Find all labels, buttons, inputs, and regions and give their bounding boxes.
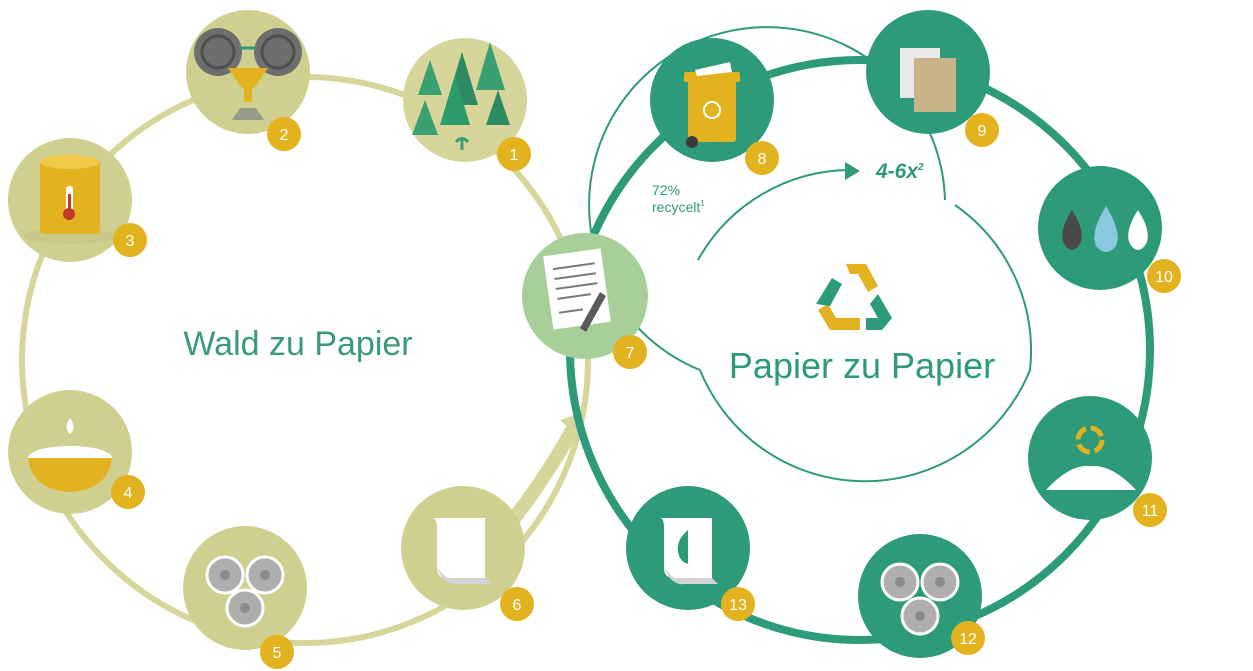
recycled-pulp-icon [1046,425,1136,490]
step-number-4: 4 [124,485,133,502]
step-node-6: 6 [401,486,534,621]
step-number-13: 13 [729,597,747,614]
paper-rolls-icon [205,555,285,628]
step-badge-1 [497,137,531,171]
pulp-bowl-icon [28,418,112,492]
step-node-3: 3 [8,138,147,262]
step-badge-9 [965,113,999,147]
forest-icon [412,42,510,150]
step-badge-11 [1133,493,1167,527]
heated-vat-icon [24,155,116,244]
recycle-symbol-icon [816,264,892,330]
step-badge-10 [1147,259,1181,293]
step-node-8: 8 [650,38,779,175]
step-number-11: 11 [1142,503,1159,520]
step-badge-2 [267,117,301,151]
step-badge-3 [113,223,147,257]
step-node-9: 9 [866,10,999,147]
left-cycle-title: Wald zu Papier [183,325,412,363]
step-number-8: 8 [758,151,767,168]
step-badge-8 [745,141,779,175]
step-node-12: 12 [858,534,985,658]
step-badge-4 [111,475,145,509]
step-number-6: 6 [513,597,522,614]
step-node-1: 1 [403,38,531,171]
step-node-10: 10 [1038,166,1181,293]
recycled-rate-value: 72% [652,182,680,198]
step-number-7: 7 [626,345,635,362]
step-number-10: 10 [1155,269,1173,286]
paper-sheet-icon [660,518,718,585]
inner-cycle-arrowhead [845,162,860,180]
document-pen-icon [543,248,611,332]
repeat-count-label: 4-6x2 [875,160,924,183]
step-badge-5 [260,635,294,669]
step-number-9: 9 [978,123,987,140]
step-node-13: 13 [626,486,755,621]
step-node-5: 5 [183,526,307,669]
step-badge-12 [951,621,985,655]
step-badge-6 [500,587,534,621]
step-number-5: 5 [273,645,282,662]
step-node-4: 4 [8,390,145,514]
step-node-11: 11 [1028,396,1167,527]
paper-stack-icon [900,48,956,112]
step-number-3: 3 [126,233,135,250]
step-number-12: 12 [959,631,977,648]
right-cycle-title: Papier zu Papier [729,345,995,386]
step-node-2: 2 [186,10,310,151]
paper-rolls-icon [880,562,960,636]
step-number-2: 2 [280,127,289,144]
recycled-rate-label: recycelt1 [652,199,705,215]
recycling-bin-icon [684,62,740,148]
wood-chipper-icon [194,28,302,120]
inner-cycle-arc-rest [699,204,1033,483]
step-number-1: 1 [510,147,519,164]
inner-cycle-arrow-arc [697,169,851,261]
paper-sheet-icon [432,518,492,585]
water-drops-icon [1062,206,1148,252]
step-badge-13 [721,587,755,621]
step-node-7: 7 [522,233,648,369]
step-badge-7 [613,335,647,369]
